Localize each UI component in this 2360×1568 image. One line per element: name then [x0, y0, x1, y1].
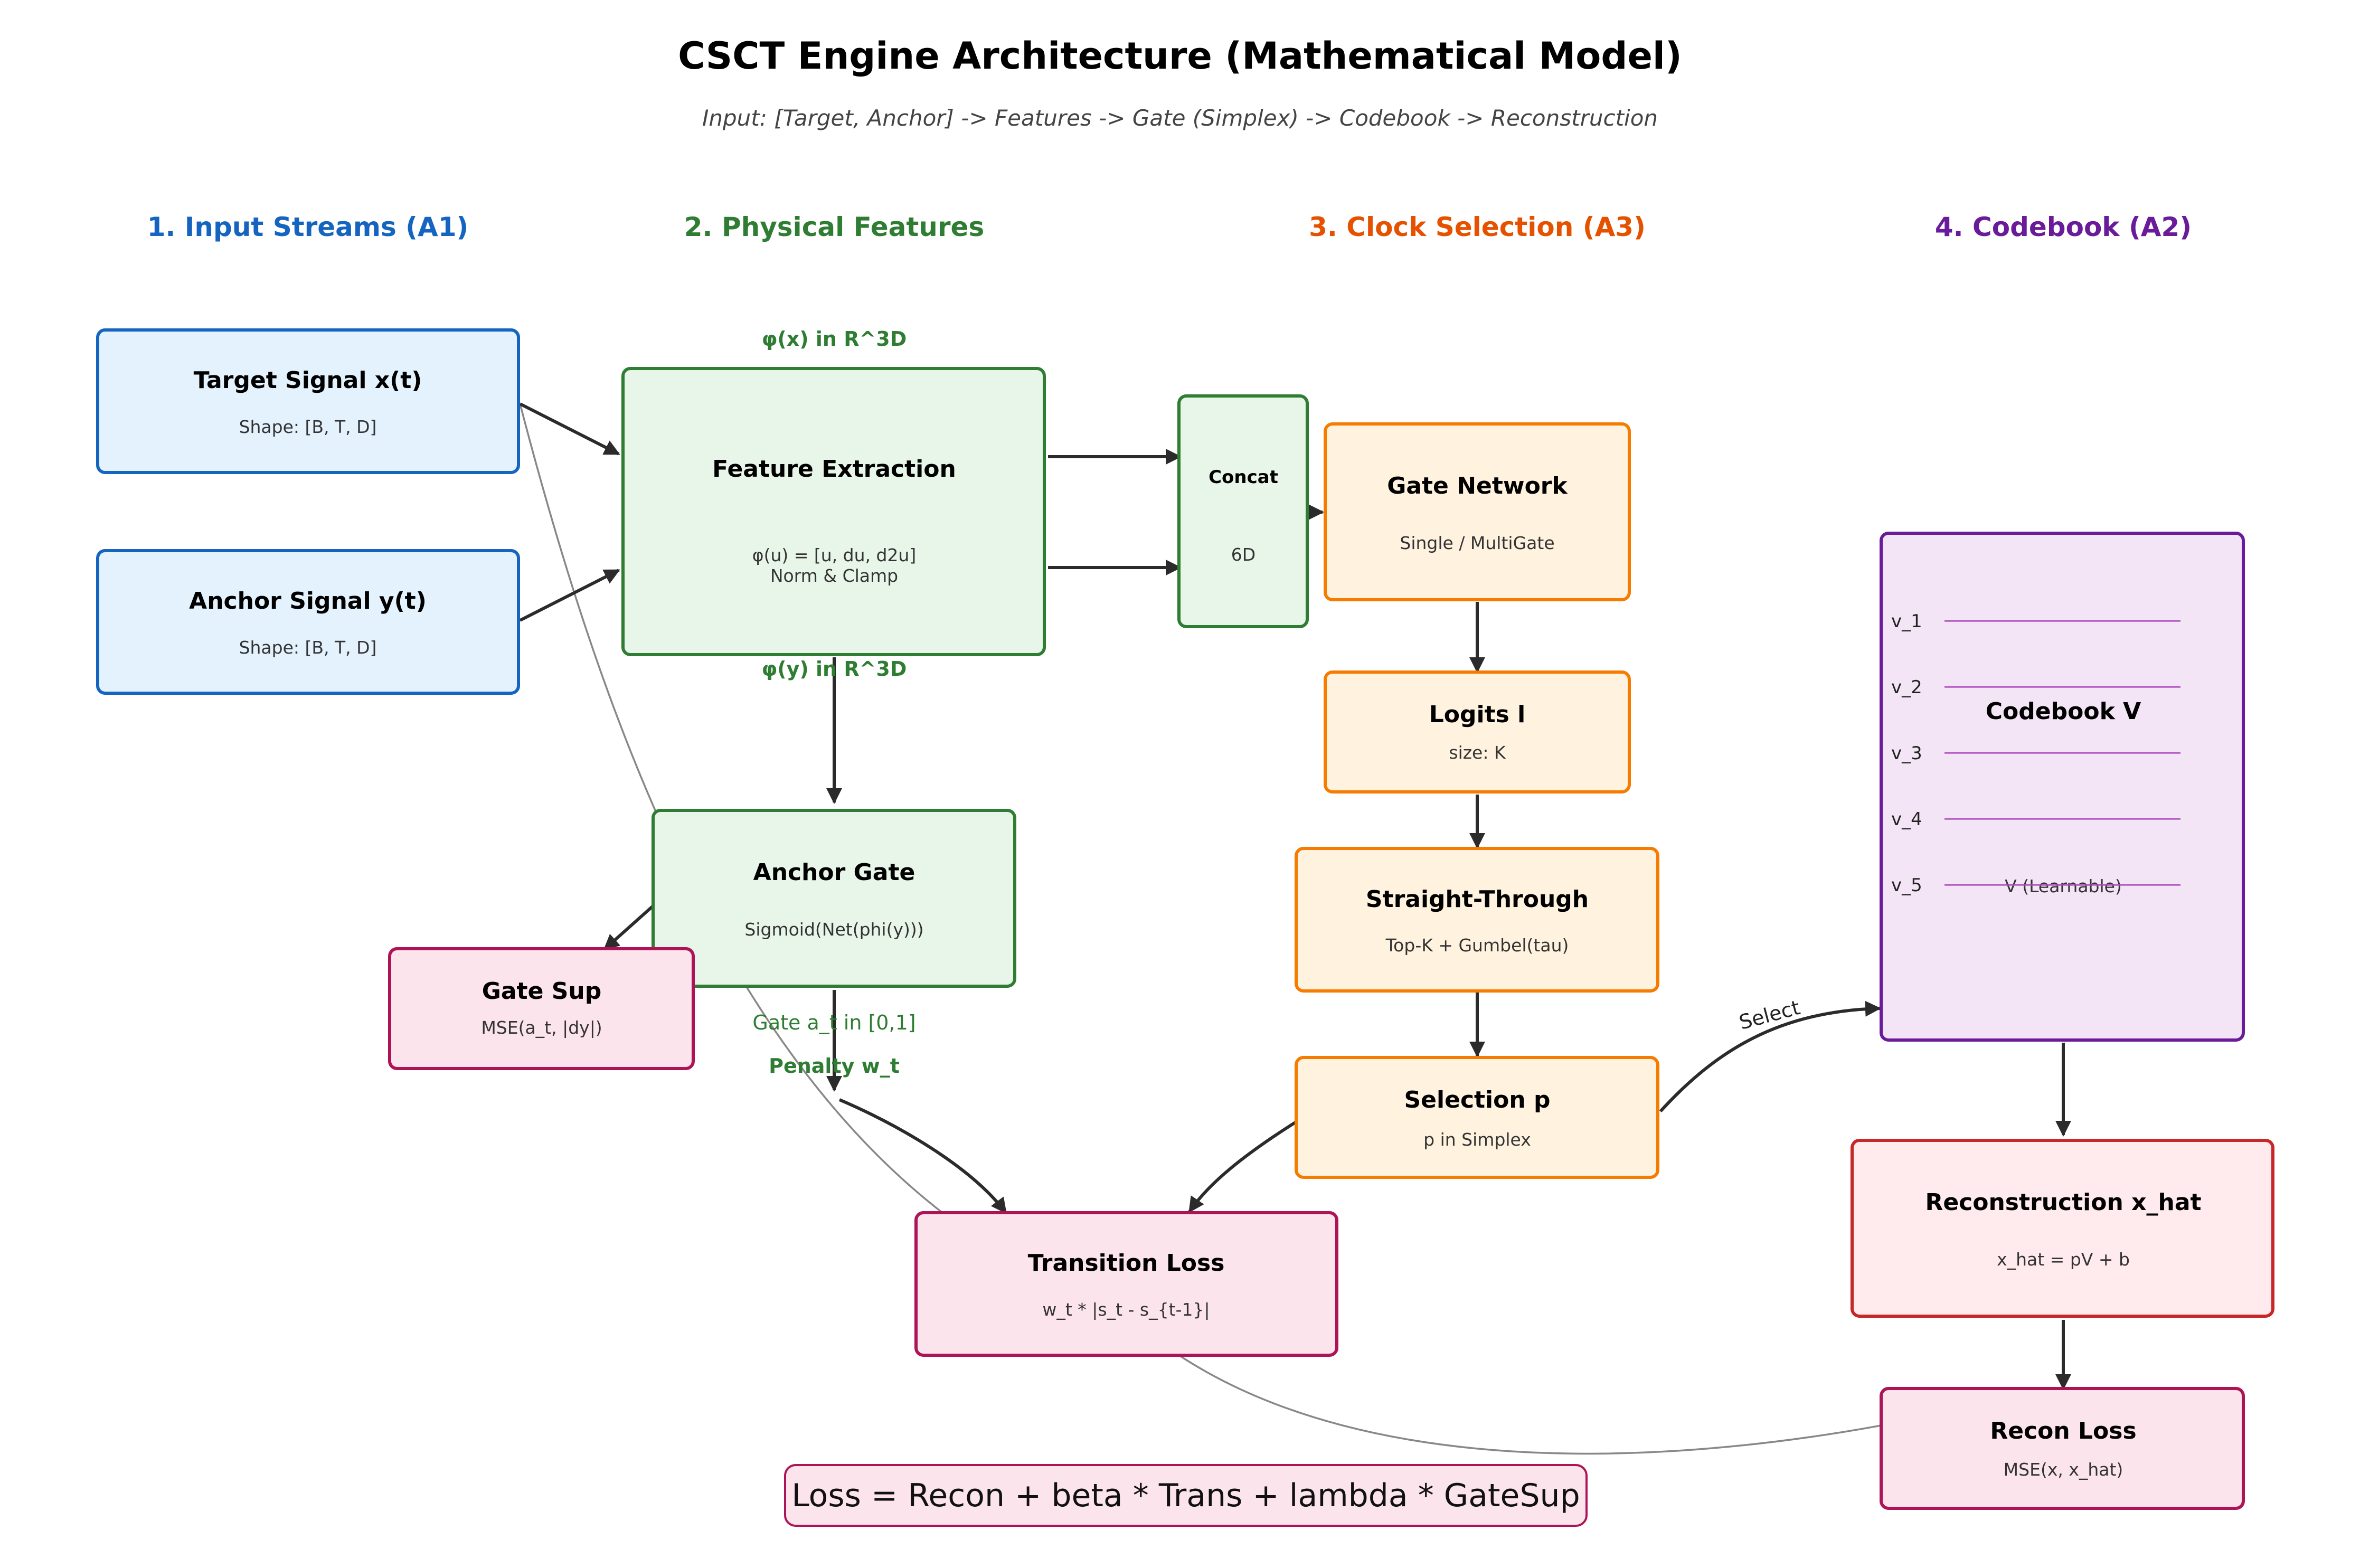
straight-through-method: Top-K + Gumbel(tau)	[1385, 935, 1569, 956]
edge-target-to-feature	[519, 402, 620, 456]
gate-sup-title: Gate Sup	[482, 978, 602, 1005]
concat-node: Concat 6D	[1177, 394, 1309, 628]
target-signal-shape: Shape: [B, T, D]	[239, 417, 377, 437]
anchor-gate-node: Anchor Gate Sigmoid(Net(phi(y)))	[652, 809, 1016, 988]
logits-title: Logits l	[1429, 701, 1525, 728]
edge-penalty-to-transition	[838, 1098, 1007, 1214]
codebook-vector: v_1	[1891, 611, 2180, 632]
transition-loss-node: Transition Loss w_t * |s_t - s_{t-1}|	[914, 1211, 1338, 1357]
column-header-input: 1. Input Streams (A1)	[147, 212, 469, 242]
diagram-title: CSCT Engine Architecture (Mathematical M…	[678, 34, 1682, 78]
codebook-node: Codebook V v_1 v_2 v_3 v_4 v_5 V (Learna…	[1880, 532, 2245, 1042]
feature-extraction-title: Feature Extraction	[712, 456, 956, 483]
gate-sup-formula: MSE(a_t, |dy|)	[481, 1017, 602, 1038]
codebook-vector: v_3	[1891, 743, 2180, 764]
recon-loss-formula: MSE(x, x_hat)	[2004, 1459, 2123, 1480]
recon-loss-node: Recon Loss MSE(x, x_hat)	[1880, 1387, 2245, 1510]
edge-anchor-gate-to-gate-sup	[603, 904, 655, 951]
selection-constraint: p in Simplex	[1423, 1129, 1531, 1150]
total-loss-text: Loss = Recon + beta * Trans + lambda * G…	[791, 1477, 1580, 1514]
reconstruction-title: Reconstruction x_hat	[1925, 1189, 2201, 1216]
straight-through-node: Straight-Through Top-K + Gumbel(tau)	[1295, 847, 1659, 993]
total-loss-formula: Loss = Recon + beta * Trans + lambda * G…	[784, 1464, 1588, 1527]
select-label: Select	[1736, 996, 1802, 1034]
anchor-signal-shape: Shape: [B, T, D]	[239, 637, 377, 658]
codebook-title: Codebook V	[1986, 698, 2141, 725]
anchor-gate-function: Sigmoid(Net(phi(y)))	[744, 919, 923, 940]
logits-size: size: K	[1449, 742, 1506, 763]
edge-selection-to-transition	[1188, 1120, 1297, 1213]
codebook-learnable-note: V (Learnable)	[2005, 876, 2122, 896]
anchor-signal-title: Anchor Signal y(t)	[189, 588, 427, 615]
column-header-clock: 3. Clock Selection (A3)	[1309, 212, 1646, 242]
transition-loss-formula: w_t * |s_t - s_{t-1}|	[1042, 1299, 1210, 1320]
gate-network-title: Gate Network	[1387, 473, 1568, 499]
selection-title: Selection p	[1404, 1087, 1550, 1113]
column-header-features: 2. Physical Features	[684, 212, 984, 242]
feature-extraction-node: Feature Extraction φ(u) = [u, du, d2u] N…	[621, 367, 1046, 656]
codebook-vector-label: v_2	[1891, 677, 1922, 698]
phi-x-label: φ(x) in R^3D	[762, 327, 907, 351]
gate-sup-node: Gate Sup MSE(a_t, |dy|)	[388, 947, 695, 1070]
codebook-vector-label: v_1	[1891, 611, 1922, 632]
codebook-vector: v_5 V (Learnable)	[1891, 875, 2180, 896]
penalty-label: Penalty w_t	[769, 1054, 900, 1078]
transition-loss-title: Transition Loss	[1028, 1250, 1225, 1277]
codebook-vector-label: v_4	[1891, 809, 1922, 830]
anchor-signal-node: Anchor Signal y(t) Shape: [B, T, D]	[96, 549, 520, 695]
anchor-gate-title: Anchor Gate	[753, 859, 915, 886]
reconloss-to-transition-curve	[1177, 1353, 1882, 1455]
straight-through-title: Straight-Through	[1366, 886, 1589, 913]
target-signal-title: Target Signal x(t)	[194, 367, 422, 394]
target-signal-node: Target Signal x(t) Shape: [B, T, D]	[96, 328, 520, 474]
codebook-vector: v_2	[1891, 677, 2180, 698]
recon-loss-title: Recon Loss	[1990, 1418, 2136, 1444]
codebook-vector-label: v_5	[1891, 875, 1922, 896]
concat-title: Concat	[1209, 467, 1278, 488]
gate-network-node: Gate Network Single / MultiGate	[1324, 422, 1631, 601]
gate-range-label: Gate a_t in [0,1]	[752, 1011, 915, 1034]
selection-node: Selection p p in Simplex	[1295, 1056, 1659, 1179]
logits-node: Logits l size: K	[1324, 670, 1631, 794]
codebook-vector-label: v_3	[1891, 743, 1922, 764]
edge-anchor-to-feature	[519, 569, 620, 622]
codebook-vector: v_4	[1891, 809, 2180, 830]
gate-network-mode: Single / MultiGate	[1400, 533, 1554, 553]
reconstruction-node: Reconstruction x_hat x_hat = pV + b	[1851, 1139, 2274, 1318]
codebook-vectors: v_1 v_2 v_3 v_4 v_5 V (Learnable)	[1891, 611, 2180, 896]
concat-dim: 6D	[1231, 544, 1255, 565]
feature-extraction-norm: Norm & Clamp	[770, 565, 898, 586]
phi-y-label: φ(y) in R^3D	[762, 657, 907, 681]
column-header-codebook: 4. Codebook (A2)	[1935, 212, 2192, 242]
reconstruction-formula: x_hat = pV + b	[1997, 1249, 2130, 1270]
diagram-subtitle: Input: [Target, Anchor] -> Features -> G…	[702, 105, 1658, 131]
edge-selection-to-codebook	[1659, 1000, 1881, 1113]
feature-extraction-formula: φ(u) = [u, du, d2u]	[752, 545, 916, 565]
